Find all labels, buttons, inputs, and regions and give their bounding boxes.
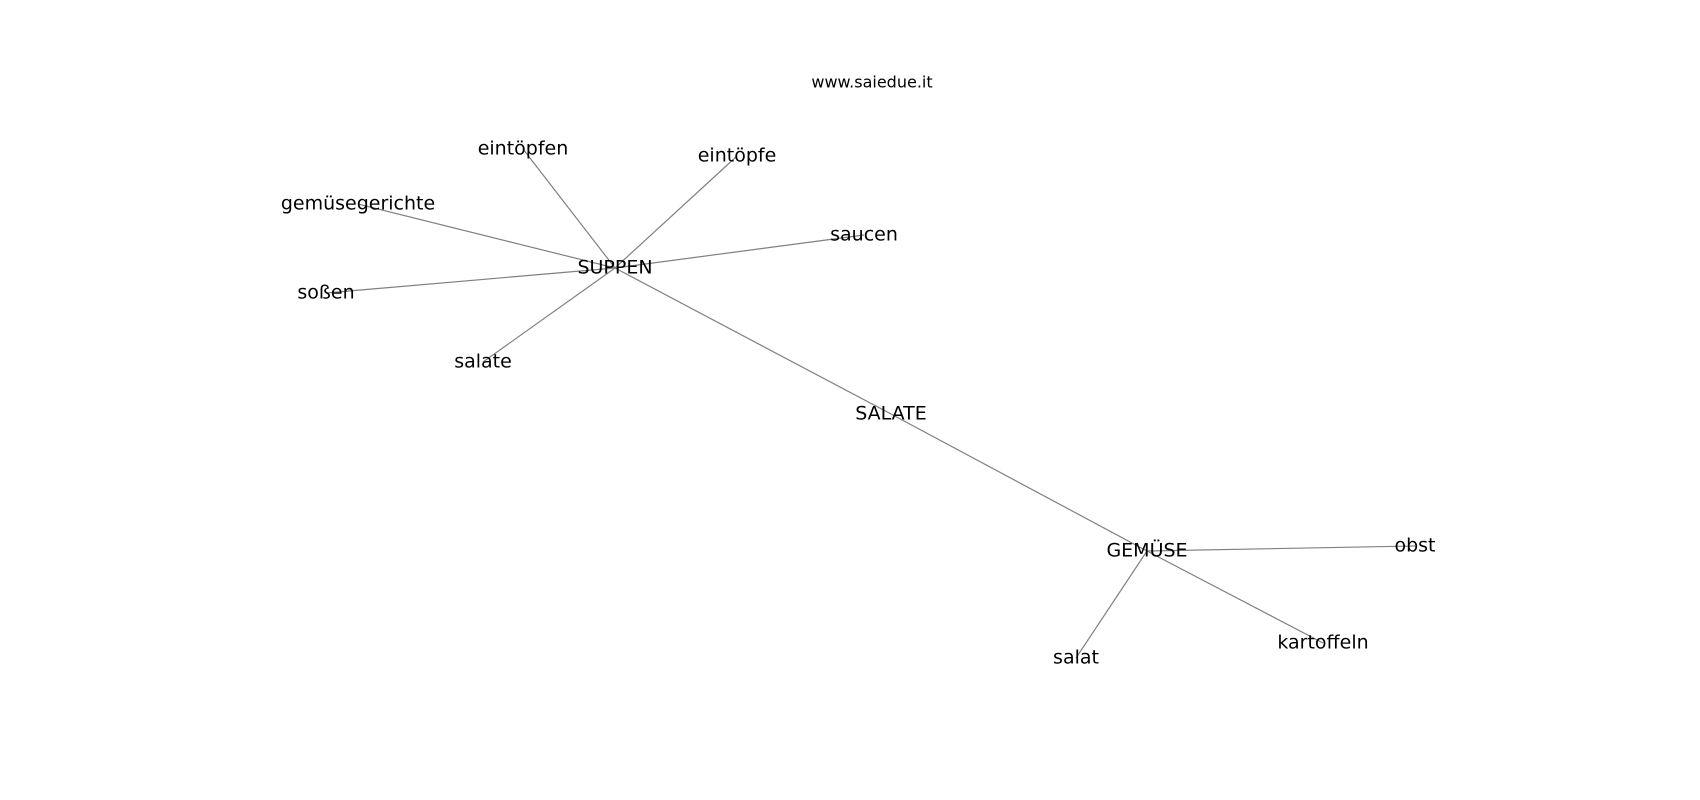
edge-suppen-salate-hub xyxy=(614,267,892,415)
node-kartoffeln: kartoffeln xyxy=(1277,631,1369,654)
edge-salate-hub-gemuese xyxy=(890,413,1148,552)
edge-suppen-salate xyxy=(482,267,616,363)
edge-suppen-sossen xyxy=(325,267,616,294)
edge-suppen-eintoepfe xyxy=(614,155,738,269)
node-salat: salat xyxy=(1053,646,1099,669)
edge-suppen-gemuesegerichte xyxy=(357,203,616,269)
node-eintoepfen: eintöpfen xyxy=(477,137,569,160)
watermark-text: www.saiedue.it xyxy=(811,72,933,92)
node-obst: obst xyxy=(1394,534,1436,557)
node-suppen: SUPPEN xyxy=(577,256,653,279)
node-gemuese: GEMÜSE xyxy=(1106,539,1188,562)
edge-gemuese-kartoffeln xyxy=(1146,550,1324,644)
node-sossen: soßen xyxy=(297,281,355,304)
node-salate-hub: SALATE xyxy=(855,402,927,425)
edge-gemuese-salat xyxy=(1075,550,1148,659)
edge-suppen-eintoepfen xyxy=(522,148,616,269)
edge-suppen-saucen xyxy=(614,234,865,269)
edge-gemuese-obst xyxy=(1146,545,1416,552)
node-salate: salate xyxy=(454,350,512,373)
node-saucen: saucen xyxy=(830,223,898,246)
node-eintoepfe: eintöpfe xyxy=(697,144,777,167)
node-gemuesegerichte: gemüsegerichte xyxy=(280,192,436,215)
